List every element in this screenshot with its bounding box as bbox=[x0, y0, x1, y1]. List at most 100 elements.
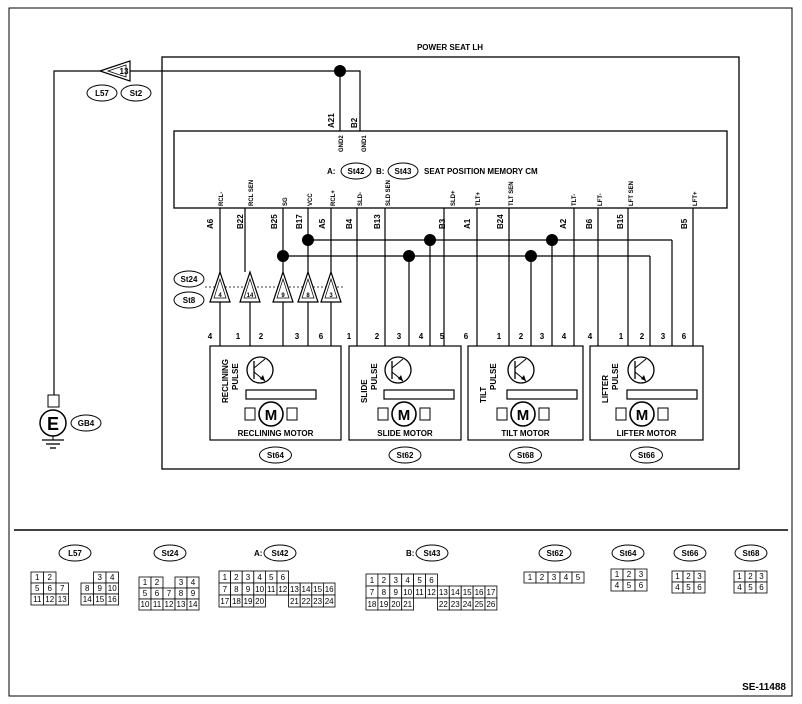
motor-connector-label: St68 bbox=[517, 451, 534, 460]
motor-pin-number: 5 bbox=[440, 332, 445, 341]
pin-cell: 11 bbox=[153, 600, 162, 609]
motor-pin-number: 6 bbox=[319, 332, 324, 341]
pulse-label: LIFTER bbox=[601, 375, 610, 403]
pin-label-11: B6 LFT- bbox=[585, 193, 604, 229]
pin-cell: 22 bbox=[439, 600, 448, 609]
pin-cell: 2 bbox=[540, 573, 545, 582]
pin-cell: 2 bbox=[382, 576, 387, 585]
pin-cell: 22 bbox=[302, 597, 311, 606]
pin-cell: 10 bbox=[108, 584, 117, 593]
motor-pin-number: 2 bbox=[375, 332, 380, 341]
pin-name: RCL SEN bbox=[249, 180, 255, 206]
motor-pin-number: 2 bbox=[259, 332, 264, 341]
motor-icon bbox=[391, 401, 417, 427]
pin-cell: 8 bbox=[234, 585, 239, 594]
connector-label: St24 bbox=[162, 549, 179, 558]
svg-text:SEAT POSITION MEMORY CM: SEAT POSITION MEMORY CM bbox=[424, 167, 538, 176]
pin-cell: 6 bbox=[639, 581, 644, 590]
pin-label-5: B4 SLD- bbox=[345, 192, 364, 229]
pin-cell: 23 bbox=[313, 597, 322, 606]
motor-connector-label: St62 bbox=[397, 451, 414, 460]
svg-text:St2: St2 bbox=[130, 89, 143, 98]
svg-text:GND2: GND2 bbox=[339, 135, 345, 152]
pin-cell: 18 bbox=[232, 597, 241, 606]
ground-wires bbox=[53, 70, 361, 395]
pin-cell: 2 bbox=[686, 572, 691, 581]
pin-code: B3 bbox=[438, 218, 447, 229]
gnd-pin-a21: A21 GND2 bbox=[327, 113, 345, 152]
pin-cell: 9 bbox=[191, 589, 196, 598]
pulse-label: PULSE bbox=[611, 363, 620, 390]
pin-name: VCC bbox=[308, 193, 314, 206]
pin-name: LFT- bbox=[598, 193, 604, 206]
power-seat-title: POWER SEAT LH bbox=[417, 43, 483, 52]
junction-dots bbox=[277, 234, 558, 262]
pulse-sensor-icon bbox=[384, 356, 412, 384]
pin-cell: 7 bbox=[223, 585, 228, 594]
svg-text:St43: St43 bbox=[395, 167, 412, 176]
pin-cell: 5 bbox=[748, 583, 753, 592]
pin-cell: 1 bbox=[737, 572, 742, 581]
motor-pin-number: 3 bbox=[661, 332, 666, 341]
pin-cell: 5 bbox=[35, 584, 40, 593]
joint-pin-number: 4 bbox=[218, 293, 222, 299]
pin-cell: 3 bbox=[394, 576, 399, 585]
pin-cell: 1 bbox=[35, 573, 40, 582]
motor-pin-number: 6 bbox=[682, 332, 687, 341]
pin-cell: 11 bbox=[33, 595, 42, 604]
pin-code: B4 bbox=[345, 218, 354, 229]
motor-pin-number: 4 bbox=[419, 332, 424, 341]
pin-name: SLD+ bbox=[451, 190, 457, 206]
joint-pin-3: 8 bbox=[297, 270, 319, 303]
pin-name: SLD- bbox=[358, 192, 364, 206]
joint-pin-number: 3 bbox=[329, 293, 333, 299]
pin-cell: 24 bbox=[463, 600, 472, 609]
pin-cell: 2 bbox=[748, 572, 753, 581]
connector-label: St62 bbox=[547, 549, 564, 558]
pin-cell: 6 bbox=[697, 583, 702, 592]
motor-pin-number: 3 bbox=[397, 332, 402, 341]
joint-connector-labels: St24 St8 bbox=[173, 270, 205, 309]
svg-text:St42: St42 bbox=[348, 167, 365, 176]
pulse-sensor-icon bbox=[627, 356, 655, 384]
ground-symbol: E GB4 bbox=[39, 394, 102, 449]
pulse-label: TILT bbox=[479, 387, 488, 403]
pin-cell: 3 bbox=[639, 570, 644, 579]
pin-cell: 10 bbox=[141, 600, 150, 609]
pin-cell: 18 bbox=[367, 600, 376, 609]
pin-cell: 3 bbox=[246, 573, 251, 582]
pin-cell: 3 bbox=[759, 572, 764, 581]
pin-cell: 3 bbox=[552, 573, 557, 582]
pulse-label: RECLINING bbox=[221, 359, 230, 403]
motor-pin-number: 3 bbox=[540, 332, 545, 341]
motor-pin-number: 6 bbox=[464, 332, 469, 341]
pin-cell: 7 bbox=[370, 588, 375, 597]
pin-code: B24 bbox=[496, 214, 505, 229]
pin-label-7: B3 SLD+ bbox=[438, 190, 457, 229]
svg-text:B2: B2 bbox=[350, 117, 359, 128]
motor-icon bbox=[510, 401, 536, 427]
pin-cell: 20 bbox=[255, 597, 264, 606]
pin-cell: 20 bbox=[391, 600, 400, 609]
pin-cell: 26 bbox=[486, 600, 495, 609]
pin-code: B5 bbox=[680, 218, 689, 229]
pin-cell: 15 bbox=[463, 588, 472, 597]
pin-code: B6 bbox=[585, 218, 594, 229]
pin-cell: 11 bbox=[267, 585, 276, 594]
pin-cell: 3 bbox=[697, 572, 702, 581]
pin-cell: 5 bbox=[686, 583, 691, 592]
pin-cell: 6 bbox=[281, 573, 286, 582]
pin-cell: 13 bbox=[290, 585, 299, 594]
pin-cell: 2 bbox=[155, 578, 160, 587]
motor-name: SLIDE MOTOR bbox=[377, 429, 433, 438]
pin-cell: 16 bbox=[325, 585, 334, 594]
connector-label: St43 bbox=[424, 549, 441, 558]
motor-symbol: M bbox=[636, 407, 649, 424]
